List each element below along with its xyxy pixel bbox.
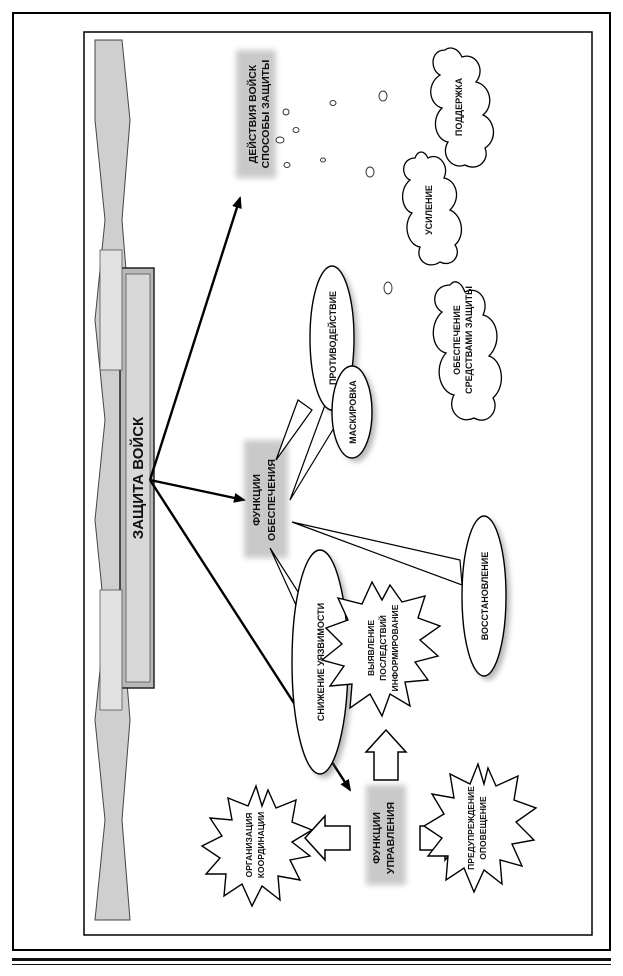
title-bar: ЗАЩИТА ВОЙСК [99,249,155,711]
vulnerability-label: СНИЖЕНИЕ УЯЗВИМОСТИ [316,603,326,721]
warning-line-1: ПРЕДУПРЕЖДЕНИЕ [466,786,476,870]
management-functions-line-1: ФУНКЦИИ [371,812,383,864]
support-label: ПОДДЕРЖКА [454,77,464,136]
footer-rule-thick [12,958,611,961]
actions-line-1: ДЕЙСТВИЯ ВОЙСК [246,64,259,163]
ellipse-vulnerability: СНИЖЕНИЕ УЯЗВИМОСТИ [291,549,352,778]
consequences-line-1: ВЫЯВЛЕНИЕ [366,620,376,676]
consequences-line-2: ПОСЛЕДСТВИЙ [377,615,388,681]
warning-line-2: ОПОВЕЩЕНИЕ [478,796,488,860]
coordination-line-1: ОРГАНИЗАЦИЯ [244,813,254,878]
outer-frame [12,12,611,951]
bubbles [275,90,435,295]
reinforcement-label: УСИЛЕНИЕ [424,185,434,235]
ellipse-camouflage: МАСКИРОВКА [331,365,376,462]
actions-box: ДЕЙСТВИЯ ВОЙСК СПОСОБЫ ЗАЩИТЫ [236,50,276,178]
management-functions-line-2: УПРАВЛЕНИЯ [385,802,397,874]
consequences-line-3: ИНФОРМИРОВАНИЕ [390,604,400,691]
coordination-line-2: КООРДИНАЦИИ [256,812,266,878]
support-functions-line-2: ОБЕСПЕЧЕНИЯ [266,459,278,541]
protection-line-1: ОБЕСПЕЧЕНИЕ [452,305,462,375]
ellipse-restoration: ВОССТАНОВЛЕНИЕ [461,515,510,680]
star-consequences: ВЫЯВЛЕНИЕ ПОСЛЕДСТВИЙ ИНФОРМИРОВАНИЕ [320,580,442,718]
actions-text: ДЕЙСТВИЯ ВОЙСК СПОСОБЫ ЗАЩИТЫ [246,60,272,169]
footer-rule-thin [12,964,611,965]
cloud-support: ПОДДЕРЖКА [430,47,495,168]
support-functions-line-1: ФУНКЦИИ [251,474,263,526]
title-text: ЗАЩИТА ВОЙСК [129,416,147,539]
support-functions-box: ФУНКЦИИ ОБЕСПЕЧЕНИЯ [244,440,288,558]
counteraction-label: ПРОТИВОДЕЙСТВИЕ [327,291,338,385]
actions-line-2: СПОСОБЫ ЗАЩИТЫ [260,60,272,169]
inner-frame [83,31,593,936]
management-functions-box: ФУНКЦИИ УПРАВЛЕНИЯ [366,785,406,885]
protection-line-2: СРЕДСТВАМИ ЗАЩИТЫ [464,286,474,394]
star-warning: ПРЕДУПРЕЖДЕНИЕ ОПОВЕЩЕНИЕ [422,761,538,894]
cloud-protection: ОБЕСПЕЧЕНИЕ СРЕДСТВАМИ ЗАЩИТЫ [432,281,502,421]
restoration-label: ВОССТАНОВЛЕНИЕ [480,552,490,641]
block-arrow-from-consequences [364,728,408,781]
camouflage-label: МАСКИРОВКА [348,380,358,444]
block-arrow-to-coordination [303,814,351,862]
cloud-reinforcement: УСИЛЕНИЕ [402,151,463,266]
star-coordination: ОРГАНИЗАЦИЯ КООРДИНАЦИИ [200,783,314,908]
